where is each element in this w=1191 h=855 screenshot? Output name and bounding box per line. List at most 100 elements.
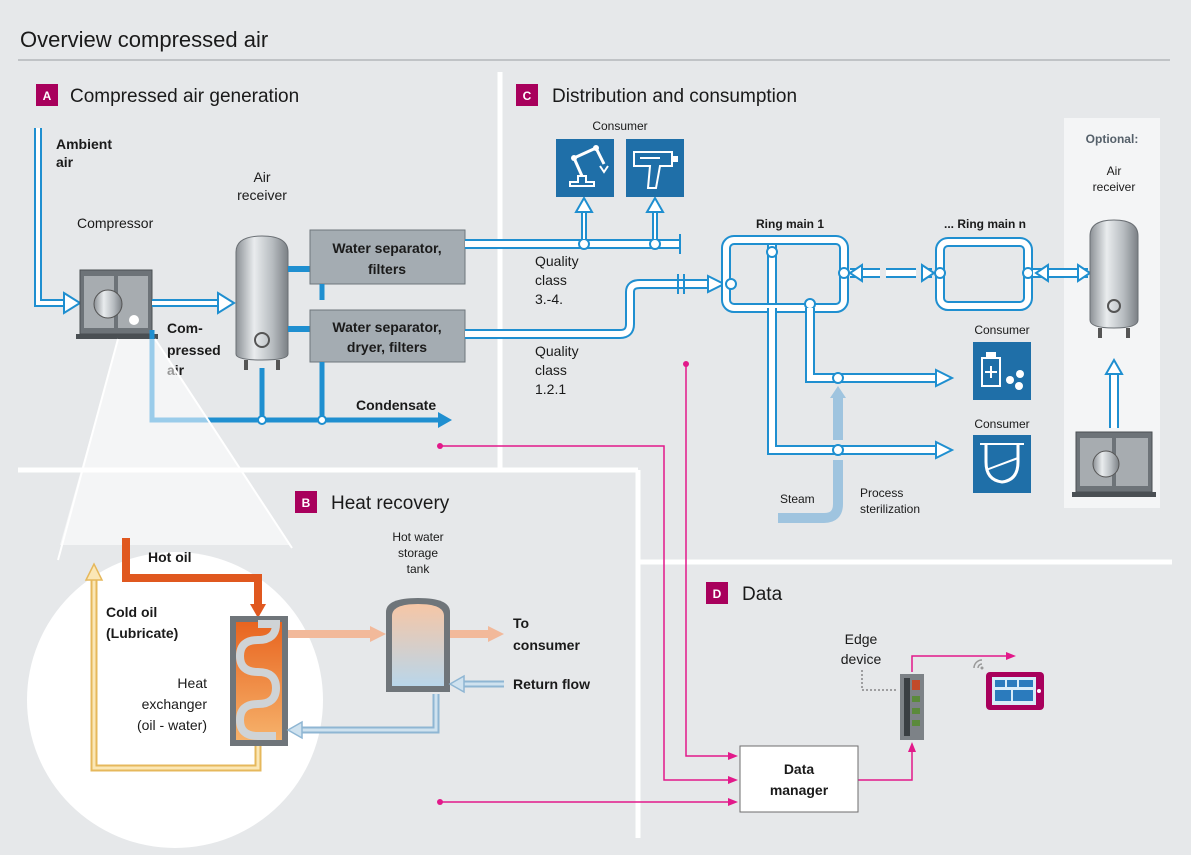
- to-consumer-arrow: [450, 626, 504, 642]
- data-manager-label-1: Data: [784, 761, 815, 777]
- hot-water-tank-icon: [386, 598, 450, 692]
- section-a-badge: [36, 84, 58, 106]
- zoom-cone: [57, 338, 293, 561]
- optional-air-receiver-tank-icon: [1089, 219, 1139, 338]
- return-flow-label: Return flow: [513, 676, 590, 692]
- section-b-letter: B: [302, 496, 311, 510]
- ring-main-n: [934, 237, 1034, 311]
- water-separator-filters-label-1: Water separator,: [332, 240, 441, 256]
- quality-1-2-1-pipe: [465, 274, 727, 339]
- water-separator-filters-label-2: filters: [368, 261, 406, 277]
- ambient-air-label-2: air: [56, 154, 74, 170]
- process-sterilization-label-1: Process: [860, 486, 903, 500]
- section-b-title: Heat recovery: [331, 493, 450, 514]
- compressor-label: Compressor: [77, 215, 154, 231]
- opt-air-receiver-label-2: receiver: [1093, 180, 1136, 194]
- data-manager-label-2: manager: [770, 782, 829, 798]
- optional-link: [1033, 263, 1092, 283]
- consumer-tank-label: Consumer: [974, 417, 1029, 431]
- heat-exchanger-label-2: exchanger: [142, 696, 208, 712]
- robot-arm-icon: [556, 139, 614, 197]
- pharma-icon: [973, 342, 1031, 400]
- to-consumer-label-2: consumer: [513, 637, 580, 653]
- compressor-icon: [76, 269, 158, 339]
- steam-label: Steam: [780, 492, 815, 506]
- air-receiver-label-1: Air: [253, 169, 270, 185]
- impact-wrench-icon: [626, 139, 684, 197]
- quality-b-label-3: 1.2.1: [535, 381, 566, 397]
- water-separator-dryer-label-1: Water separator,: [332, 319, 441, 335]
- data-manager-box: [739, 745, 859, 813]
- receiver-to-separator-pipes: [288, 266, 310, 332]
- cold-oil-label-2: (Lubricate): [106, 625, 178, 641]
- ring-main-1: [721, 235, 850, 313]
- process-tank-icon: [973, 435, 1031, 493]
- hot-water-line: [288, 626, 386, 642]
- section-b-heading: B Heat recovery: [295, 491, 450, 514]
- distribution-lines: [767, 308, 955, 460]
- section-c-letter: C: [523, 89, 532, 103]
- air-receiver-tank-icon: [235, 235, 289, 370]
- steam-pipe: [778, 386, 846, 523]
- consumer-top-label: Consumer: [592, 119, 647, 133]
- optional-compressor-icon: [1072, 431, 1156, 497]
- edge-device-icon: [900, 674, 924, 740]
- ambient-air-pipe: [34, 128, 82, 315]
- condensate-label: Condensate: [356, 397, 436, 413]
- quality-b-label-1: Quality: [535, 343, 579, 359]
- quality-a-label-1: Quality: [535, 253, 579, 269]
- optional-label: Optional:: [1086, 132, 1139, 146]
- wifi-icon: [973, 659, 984, 670]
- section-c-heading: C Distribution and consumption: [516, 84, 797, 107]
- section-c-badge: [516, 84, 538, 106]
- air-receiver-label-2: receiver: [237, 187, 287, 203]
- hot-water-label-3: tank: [407, 562, 431, 576]
- heat-exchanger-label-1: Heat: [177, 675, 207, 691]
- data-lines: [437, 361, 1016, 806]
- quality-a-label-3: 3.-4.: [535, 291, 563, 307]
- quality-3-4-pipe: [465, 195, 681, 254]
- hot-oil-line: [122, 538, 266, 618]
- hot-oil-label: Hot oil: [148, 549, 192, 565]
- quality-a-label-2: class: [535, 272, 567, 288]
- section-d-letter: D: [713, 587, 722, 601]
- hot-water-label-1: Hot water: [392, 530, 443, 544]
- to-consumer-label-1: To: [513, 615, 529, 631]
- hot-water-label-2: storage: [398, 546, 438, 560]
- ring-main-1-label: Ring main 1: [756, 217, 824, 231]
- section-d-badge: [706, 582, 728, 604]
- cold-oil-line: [84, 562, 262, 772]
- compressed-air-label-1: Com-: [167, 320, 203, 336]
- compressed-air-label-2: pressed: [167, 342, 221, 358]
- heat-exchanger-icon: [230, 616, 288, 746]
- return-flow-arrow: [448, 674, 504, 694]
- consumer-pharma-label: Consumer: [974, 323, 1029, 337]
- water-separator-filters-box: [309, 229, 466, 285]
- section-d-title: Data: [742, 584, 783, 605]
- edge-device-leader: [861, 670, 896, 691]
- section-b-badge: [295, 491, 317, 513]
- process-sterilization-label-2: sterilization: [860, 502, 920, 516]
- section-a-title: Compressed air generation: [70, 86, 299, 107]
- optional-compressor-feed: [1104, 357, 1124, 428]
- section-c-title: Distribution and consumption: [552, 86, 797, 107]
- section-d-heading: D Data: [706, 582, 783, 605]
- water-separator-dryer-label-2: dryer, filters: [347, 339, 427, 355]
- return-line: [286, 694, 440, 740]
- cold-oil-label-1: Cold oil: [106, 604, 157, 620]
- section-a-heading: A Compressed air generation: [36, 84, 299, 107]
- page-title: Overview compressed air: [20, 27, 268, 52]
- compressed-air-pipe: [152, 291, 236, 315]
- ring-main-n-label: ... Ring main n: [944, 217, 1026, 231]
- ambient-air-label-1: Ambient: [56, 136, 112, 152]
- heat-exchanger-label-3: (oil - water): [137, 717, 207, 733]
- tablet-icon: [986, 672, 1044, 710]
- section-a-letter: A: [43, 89, 52, 103]
- quality-b-label-2: class: [535, 362, 567, 378]
- edge-device-label-2: device: [841, 651, 882, 667]
- opt-air-receiver-label-1: Air: [1107, 164, 1122, 178]
- edge-device-label-1: Edge: [845, 631, 878, 647]
- ring-connector: [848, 263, 936, 283]
